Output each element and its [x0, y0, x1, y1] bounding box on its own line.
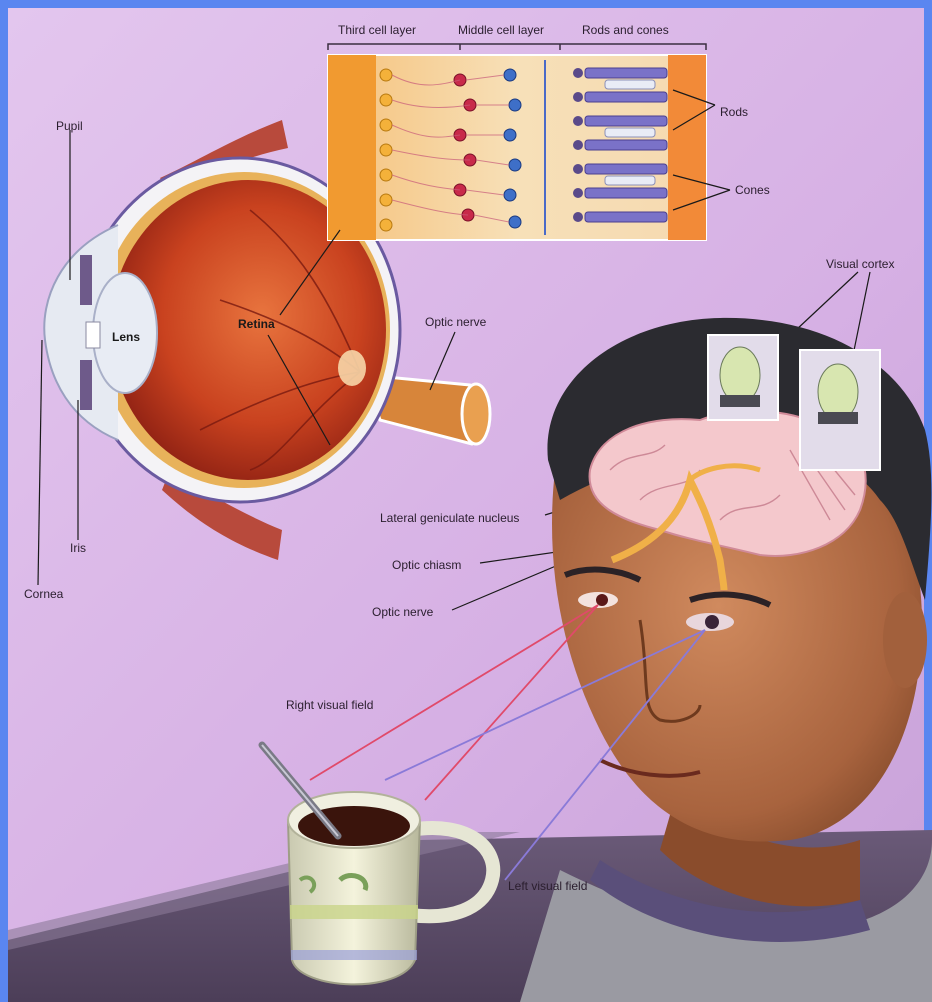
- label-lateral-geniculate-nucleus: Lateral geniculate nucleus: [380, 512, 519, 524]
- label-rods: Rods: [720, 106, 748, 118]
- label-middle-cell-layer: Middle cell layer: [458, 24, 544, 36]
- label-right-visual-field: Right visual field: [286, 699, 373, 711]
- label-third-cell-layer: Third cell layer: [338, 24, 416, 36]
- label-optic-chiasm: Optic chiasm: [392, 559, 461, 571]
- label-lens: Lens: [112, 331, 140, 343]
- label-iris: Iris: [70, 542, 86, 554]
- retina-layer-inset: [328, 44, 706, 240]
- label-cornea: Cornea: [24, 588, 63, 600]
- label-cones: Cones: [735, 184, 770, 196]
- label-left-visual-field: Left visual field: [508, 880, 587, 892]
- label-visual-cortex: Visual cortex: [826, 258, 894, 270]
- label-rods-and-cones: Rods and cones: [582, 24, 669, 36]
- label-pupil: Pupil: [56, 120, 83, 132]
- iris-top: [80, 255, 92, 305]
- iris-bottom: [80, 360, 92, 410]
- label-optic-nerve-eye: Optic nerve: [425, 316, 486, 328]
- label-retina: Retina: [238, 318, 275, 330]
- label-optic-nerve-brain: Optic nerve: [372, 606, 433, 618]
